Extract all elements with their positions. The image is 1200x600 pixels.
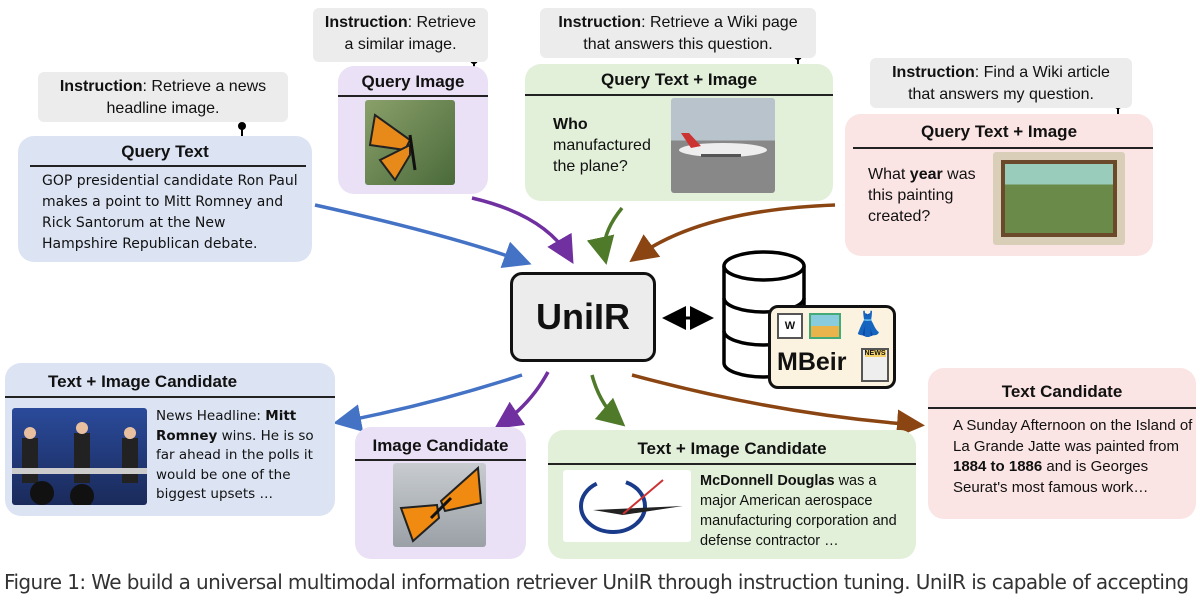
query-bold: year <box>909 166 943 183</box>
newspaper-icon: NEWS <box>861 348 889 382</box>
candidate-bold: McDonnell Douglas <box>700 473 835 489</box>
candidate-text: News Headline: <box>156 408 266 424</box>
box-title: Text + Image Candidate <box>637 439 827 458</box>
arrow-query-text-image-1 <box>586 206 624 265</box>
query-text: manufactured the plane? <box>553 137 651 175</box>
instruction-text: Retrieve a news headline image. <box>106 78 267 117</box>
painting-image <box>993 152 1125 245</box>
mbeir-card: W 👗 MBeir NEWS <box>768 305 896 389</box>
divider <box>525 94 833 96</box>
divider <box>928 407 1196 409</box>
candidate-bold: 1884 to 1886 <box>953 458 1043 475</box>
instruction-bubble: Instruction: Retrieve a similar image. <box>313 8 488 62</box>
instruction-label: Instruction <box>558 14 642 31</box>
query-text: was this painting created? <box>868 166 976 225</box>
box-title: Query Image <box>361 72 465 91</box>
divider <box>30 165 306 167</box>
uniir-model: UniIR <box>510 272 656 362</box>
query-text-image-box: Query Text + Image What year was this pa… <box>845 114 1153 256</box>
instruction-bubble: Instruction: Retrieve a news headline im… <box>38 72 288 122</box>
instruction-text: Retrieve a similar image. <box>344 14 477 53</box>
arrow-to-candidate-2 <box>590 374 626 427</box>
query-text-image-box: Query Text + Image Who manufactured the p… <box>525 64 833 201</box>
instruction-bubble: Instruction: Retrieve a Wiki page that a… <box>540 8 816 58</box>
divider <box>355 459 526 461</box>
butterfly-image <box>393 463 486 547</box>
arrow-query-image <box>471 196 574 265</box>
image-gallery-icon <box>809 313 841 339</box>
instruction-text: Retrieve a Wiki page that answers this q… <box>583 14 798 53</box>
query-text: What <box>868 166 910 183</box>
news-label: NEWS <box>864 350 886 357</box>
box-title: Text + Image Candidate <box>48 372 238 391</box>
box-title: Text Candidate <box>1001 382 1123 401</box>
box-title: Image Candidate <box>372 436 509 455</box>
box-title: Query Text <box>121 142 209 161</box>
arrow-to-candidate-image <box>494 371 550 429</box>
text-image-candidate-box: Text + Image Candidate News Headline: Mi… <box>5 363 335 516</box>
text-image-candidate-box: Text + Image Candidate McDonnell Douglas… <box>548 430 916 559</box>
arrow-query-text-image-2 <box>629 203 836 263</box>
divider <box>548 463 916 465</box>
instruction-label: Instruction <box>324 14 408 31</box>
mcdonnell-douglas-logo <box>563 470 691 542</box>
arrow-to-candidate-1 <box>333 373 523 432</box>
mbeir-label: MBeir <box>777 348 847 376</box>
divider <box>338 95 488 97</box>
arrow-to-candidate-text <box>631 373 925 438</box>
debate-image <box>12 408 147 505</box>
text-candidate-box: Text Candidate A Sunday Afternoon on the… <box>928 368 1196 519</box>
candidate-text: was a major American aerospace manufactu… <box>700 473 897 549</box>
candidate-text: wins. He is so far ahead in the polls it… <box>156 427 314 503</box>
divider <box>853 147 1153 149</box>
divider <box>5 396 335 398</box>
instruction-bubble: Instruction: Find a Wiki article that an… <box>870 58 1132 108</box>
image-candidate-box: Image Candidate <box>355 427 526 559</box>
candidate-text: A Sunday Afternoon on the Island of La G… <box>953 417 1193 455</box>
arrow-query-text <box>314 203 532 269</box>
figure-caption: Figure 1: We build a universal multimoda… <box>4 570 1189 594</box>
airplane-image <box>671 98 775 193</box>
instruction-label: Instruction <box>892 64 975 81</box>
query-bold: Who <box>553 116 588 133</box>
instruction-text: Find a Wiki article that answers my ques… <box>908 64 1110 103</box>
instruction-label: Instruction <box>59 78 143 95</box>
query-text: GOP presidential candidate Ron Paul make… <box>42 173 298 252</box>
fashion-icon: 👗 <box>853 311 883 338</box>
query-image-box: Query Image <box>338 66 488 194</box>
candidate-text: and is Georges Seurat's most famous work… <box>953 458 1149 496</box>
candidate-bold: Mitt Romney <box>156 408 297 444</box>
box-title: Query Text + Image <box>600 70 758 89</box>
butterfly-image <box>365 100 455 185</box>
query-text-box: Query Text GOP presidential candidate Ro… <box>18 136 312 262</box>
wiki-page-icon: W <box>777 313 803 339</box>
box-title: Query Text + Image <box>920 122 1078 141</box>
